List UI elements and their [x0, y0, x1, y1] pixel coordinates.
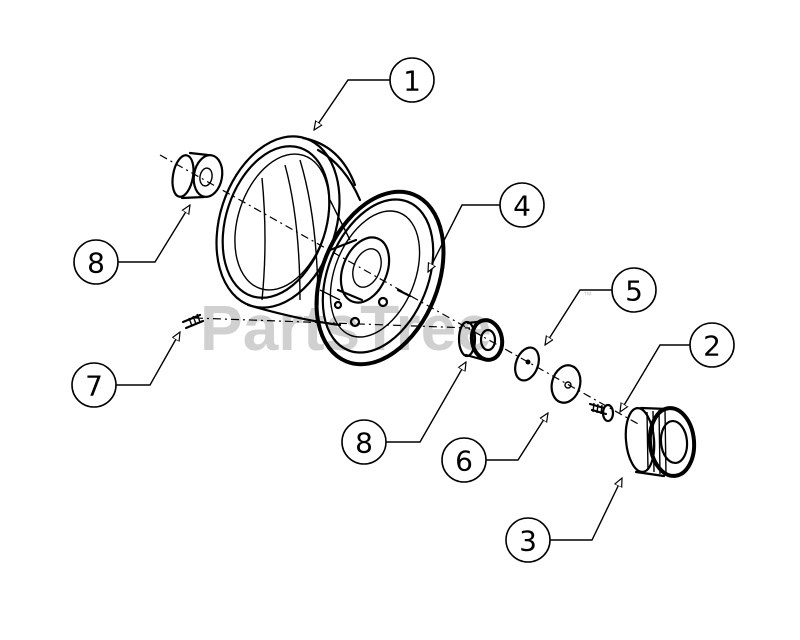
leader-8a: [118, 205, 190, 263]
callout-7-label: 7: [85, 370, 103, 403]
callout-6-label: 6: [455, 445, 473, 478]
callout-2: 2: [689, 322, 735, 368]
callout-7-circle: [71, 362, 117, 408]
leader-6: [486, 413, 548, 461]
callout-5-circle: [611, 267, 657, 313]
secondary-centerline: [194, 317, 471, 329]
callout-8a: 8: [73, 239, 119, 285]
leader-7: [116, 332, 180, 386]
callout-8a-label: 8: [87, 247, 105, 280]
callout-2-circle: [689, 322, 735, 368]
callout-6: 6: [441, 437, 487, 483]
callout-5-label: 5: [625, 275, 643, 308]
screw: [588, 402, 615, 423]
callout-8b-label: 8: [355, 427, 373, 460]
callout-4: 4: [499, 182, 545, 228]
callout-3: 3: [505, 517, 551, 563]
leader-1: [314, 79, 390, 130]
tire: [624, 406, 697, 478]
grease-fitting: [181, 313, 205, 330]
leader-8b: [386, 362, 466, 443]
bearing-left: [171, 151, 224, 200]
callout-1: 1: [389, 57, 435, 103]
leader-5: [545, 289, 612, 345]
callout-3-circle: [505, 517, 551, 563]
callout-4-label: 4: [513, 190, 531, 223]
callout-5: 5: [611, 267, 657, 313]
callout-3-label: 3: [519, 525, 537, 558]
leader-4: [428, 204, 500, 272]
leader-2: [620, 344, 690, 412]
callout-8a-circle: [73, 239, 119, 285]
callout-4-circle: [499, 182, 545, 228]
wheel-rim: [215, 135, 446, 367]
leader-lines: [116, 79, 690, 541]
callout-8b: 8: [341, 419, 387, 465]
hub-cap: [550, 364, 582, 404]
callout-6-circle: [441, 437, 487, 483]
bearing-center: [457, 318, 505, 362]
callout-2-label: 2: [703, 330, 721, 363]
leader-3: [550, 478, 622, 541]
callout-1-circle: [389, 57, 435, 103]
callout-8b-circle: [341, 419, 387, 465]
callout-1-label: 1: [403, 65, 421, 98]
callout-7: 7: [71, 362, 117, 408]
washer: [514, 346, 540, 382]
watermark-trademark: ™: [583, 290, 592, 300]
